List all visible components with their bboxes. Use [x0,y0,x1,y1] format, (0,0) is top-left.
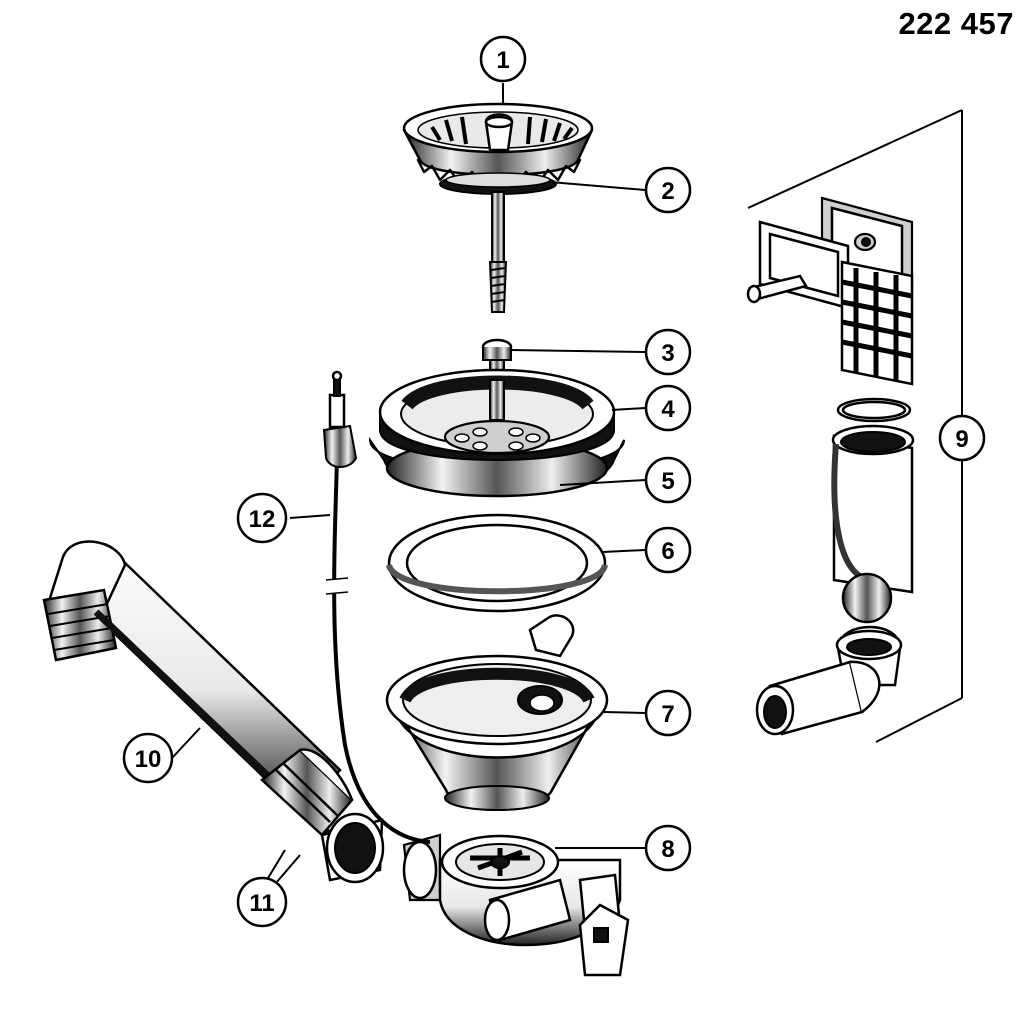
leader-lines [171,83,646,891]
callout-11: 11 [236,876,288,928]
callout-5: 5 [644,456,692,504]
callout-2-label: 2 [661,178,674,205]
overflow-pipe [42,540,342,838]
callout-6: 6 [644,526,692,574]
part-number: 222 457 [898,6,1014,41]
callout-10: 10 [122,732,174,784]
lower-bowl [385,614,609,811]
callout-9: 9 [938,414,986,462]
callout-8: 8 [644,824,692,872]
callout-2: 2 [644,166,692,214]
bowden-cable [322,370,431,844]
callout-4: 4 [644,384,692,432]
callout-5-label: 5 [661,468,674,495]
callout-9-label: 9 [955,426,968,453]
callout-4-label: 4 [661,396,675,423]
sealing-ring [386,513,608,613]
union-nut [260,748,385,884]
overflow-assembly [746,196,915,736]
callout-11-label: 11 [249,890,274,917]
sink-flange [368,368,625,498]
waste-valve-body [402,833,630,977]
callout-1: 1 [479,35,527,83]
basket-strainer [402,102,594,195]
callout-7: 7 [644,689,692,737]
callout-10-label: 10 [135,746,162,773]
strainer-rod [488,191,508,313]
callout-3: 3 [644,328,692,376]
callout-12: 12 [236,492,288,544]
callout-6-label: 6 [661,538,674,565]
callout-3-label: 3 [661,340,674,367]
callout-1-label: 1 [496,47,509,74]
callout-7-label: 7 [661,701,674,728]
overflow-bracket [747,109,963,743]
callout-8-label: 8 [661,836,674,863]
callout-12-label: 12 [249,506,276,533]
